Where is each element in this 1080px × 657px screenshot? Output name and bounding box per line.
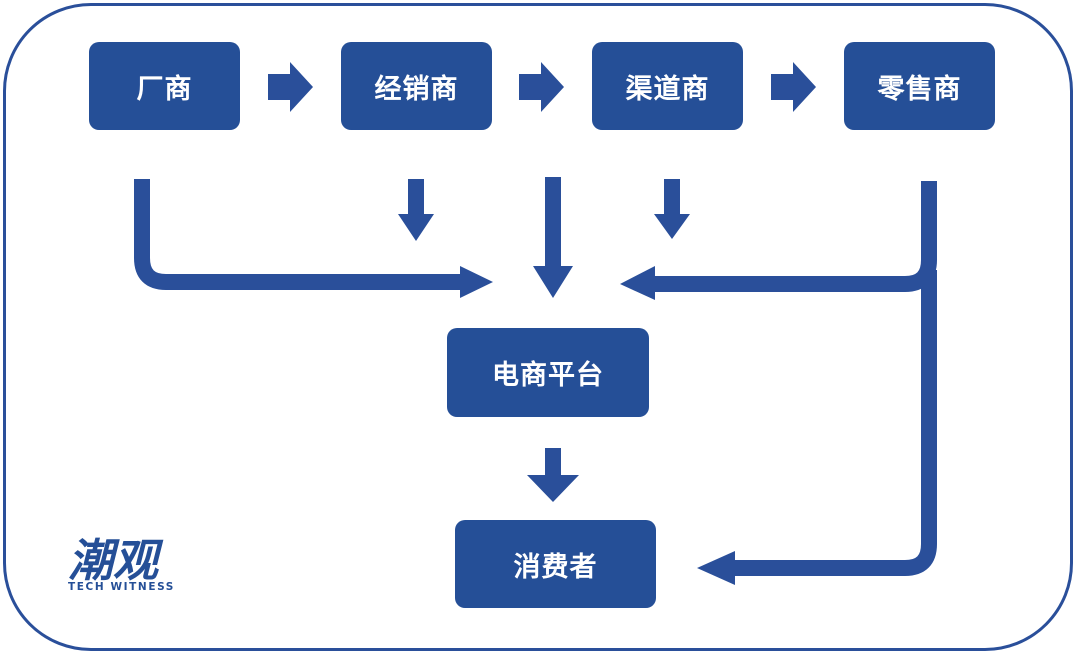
arrow-retailer-to-consumer-head [697, 551, 735, 585]
node-distributor: 经销商 [341, 42, 492, 130]
arrow-retailer-head [620, 266, 655, 300]
connector-retailer-to-consumer [731, 270, 937, 576]
arrow-channel-to-retailer [771, 62, 816, 112]
node-manufacturer: 厂商 [89, 42, 240, 130]
node-retailer: 零售商 [844, 42, 995, 130]
svg-text:潮观: 潮观 [68, 535, 164, 583]
connector-manufacturer [134, 179, 464, 290]
arrow-manufacturer-to-distributor [268, 62, 313, 112]
arrow-distributor-to-channel [519, 62, 564, 112]
node-channel: 渠道商 [592, 42, 743, 130]
node-consumer: 消费者 [455, 520, 656, 608]
logo-tagline: TECH WITNESS [68, 581, 175, 593]
arrow-distributor-down [398, 179, 434, 241]
arrow-manufacturer-head [460, 266, 493, 298]
connector-retailer-to-ecommerce [651, 181, 937, 292]
node-ecommerce-platform: 电商平台 [447, 328, 649, 417]
arrow-channel-down [654, 179, 690, 239]
arrow-ecommerce-to-consumer [527, 448, 579, 502]
rounded-frame [3, 3, 1073, 651]
arrow-center-down [533, 177, 573, 298]
logo: 潮观 TECH WITNESS [68, 535, 178, 593]
tech-witness-logo-mark: 潮观 [68, 535, 164, 583]
